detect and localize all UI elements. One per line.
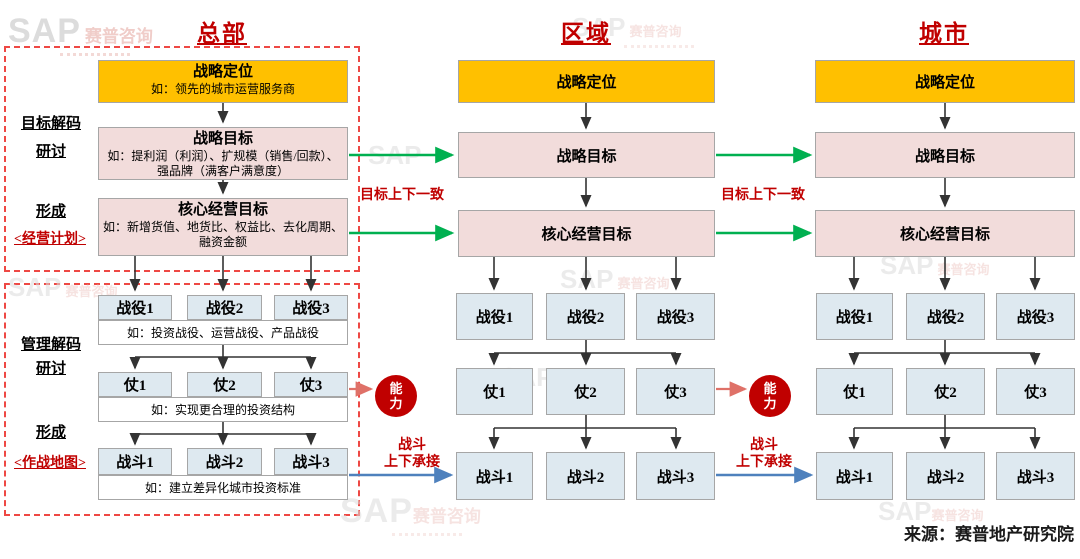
box-example: 如：领先的城市运营服务商: [150, 82, 295, 96]
side-label-discuss-2: 研讨: [35, 361, 66, 377]
box-example: 如：提利润（利润）、扩规模（销售/回款）、强品牌（满客户满意度）: [107, 149, 339, 178]
side-label-form-2: 形成: [35, 425, 66, 441]
city-campaign-2-box: 战役2: [906, 293, 985, 340]
fight-link-line1: 战斗: [750, 438, 778, 453]
side-label-mgmt-decode: 管理解码: [20, 337, 81, 353]
city-strategy-position-box: 战略定位: [815, 60, 1075, 103]
hq-battle-example-box: 如：实现更合理的投资结构: [98, 397, 348, 422]
sap-watermark: SAP: [368, 140, 422, 170]
hq-strategy-position-box: 战略定位 如：领先的城市运营服务商: [98, 60, 348, 103]
city-core-goal-box: 核心经营目标: [815, 210, 1075, 257]
city-strategy-goal-box: 战略目标: [815, 132, 1075, 178]
fight-link-line2: 上下承接: [736, 455, 792, 470]
side-label-battle-map: <作战地图>: [14, 456, 86, 471]
region-strategy-goal-box: 战略目标: [458, 132, 715, 178]
hq-strategy-goal-box: 战略目标 如：提利润（利润）、扩规模（销售/回款）、强品牌（满客户满意度）: [98, 127, 348, 180]
hq-fight-3-box: 战斗3: [274, 448, 348, 475]
fight-link-label-right: 战斗 上下承接: [718, 437, 810, 471]
goal-align-label-right: 目标上下一致: [721, 188, 805, 203]
region-strategy-position-box: 战略定位: [458, 60, 715, 103]
side-label-business-plan: <经营计划>: [14, 232, 86, 247]
region-battle-1-box: 仗1: [456, 368, 533, 415]
sap-watermark: SAP 赛普咨询: [560, 264, 670, 294]
hq-battle-3-box: 仗3: [274, 372, 348, 397]
hq-campaign-1-box: 战役1: [98, 295, 172, 320]
goal-align-label-left: 目标上下一致: [360, 188, 444, 203]
fight-link-line1: 战斗: [398, 438, 426, 453]
region-fight-2-box: 战斗2: [546, 452, 625, 500]
hq-campaign-example-box: 如：投资战役、运营战役、产品战役: [98, 320, 348, 345]
hq-battle-2-box: 仗2: [187, 372, 262, 397]
region-fight-3-box: 战斗3: [636, 452, 715, 500]
side-label-discuss-1: 研讨: [35, 144, 66, 160]
city-battle-2-box: 仗2: [906, 368, 985, 415]
goal-decode-frame: [4, 46, 360, 272]
column-title-region: 区域: [561, 21, 611, 46]
city-fight-1-box: 战斗1: [816, 452, 893, 500]
fight-link-line2: 上下承接: [384, 455, 440, 470]
source-note: 来源：赛普地产研究院: [904, 525, 1074, 544]
city-campaign-3-box: 战役3: [996, 293, 1075, 340]
capability-circle-right: 能力: [749, 375, 791, 417]
region-campaign-1-box: 战役1: [456, 293, 533, 340]
city-battle-3-box: 仗3: [996, 368, 1075, 415]
fight-link-label-left: 战斗 上下承接: [366, 437, 458, 471]
city-battle-1-box: 仗1: [816, 368, 893, 415]
region-campaign-2-box: 战役2: [546, 293, 625, 340]
region-campaign-3-box: 战役3: [636, 293, 715, 340]
city-fight-3-box: 战斗3: [996, 452, 1075, 500]
box-title: 战略目标: [192, 131, 253, 147]
column-title-hq: 总部: [197, 21, 247, 46]
hq-fight-2-box: 战斗2: [187, 448, 262, 475]
box-example: 如：新增货值、地货比、权益比、去化周期、融资金额: [103, 220, 344, 249]
side-label-goal-decode: 目标解码: [20, 116, 81, 132]
region-battle-3-box: 仗3: [636, 368, 715, 415]
hq-campaign-3-box: 战役3: [274, 295, 348, 320]
mgmt-decode-frame: [4, 283, 360, 516]
city-campaign-1-box: 战役1: [816, 293, 893, 340]
hq-fight-1-box: 战斗1: [98, 448, 172, 475]
hq-fight-example-box: 如：建立差异化城市投资标准: [98, 475, 348, 500]
box-title: 战略定位: [192, 64, 253, 80]
hq-campaign-2-box: 战役2: [187, 295, 262, 320]
column-title-city: 城市: [919, 21, 969, 46]
region-fight-1-box: 战斗1: [456, 452, 533, 500]
side-label-form-1: 形成: [35, 204, 66, 220]
region-battle-2-box: 仗2: [546, 368, 625, 415]
box-title: 核心经营目标: [177, 202, 268, 218]
capability-circle-left: 能力: [375, 375, 417, 417]
hq-core-goal-box: 核心经营目标 如：新增货值、地货比、权益比、去化周期、融资金额: [98, 198, 348, 256]
city-fight-2-box: 战斗2: [906, 452, 985, 500]
hq-battle-1-box: 仗1: [98, 372, 172, 397]
region-core-goal-box: 核心经营目标: [458, 210, 715, 257]
